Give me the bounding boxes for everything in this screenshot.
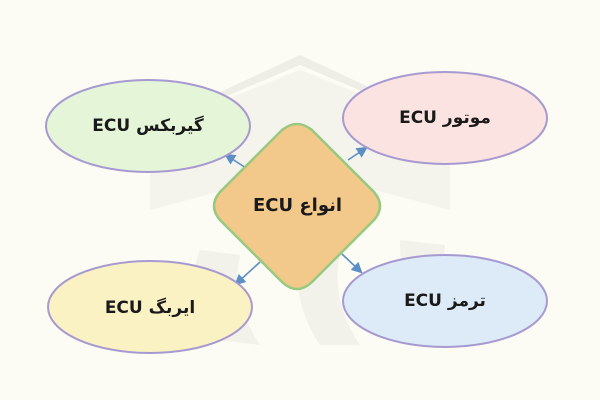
node-engine-shape [342, 71, 548, 165]
center-label: انواع ECU [252, 194, 343, 216]
node-airbag-shape [47, 260, 253, 354]
center-diamond-shape [212, 122, 382, 291]
node-gearbox-shape [45, 79, 251, 173]
node-airbag-label: ECU ایربگ [104, 298, 196, 318]
connector-gearbox [224, 153, 247, 169]
connector-engine [347, 146, 368, 161]
connectors [224, 146, 368, 286]
connector-brake [341, 253, 363, 274]
connector-airbag [234, 261, 261, 286]
node-gearbox-label: ECU گیربکس [92, 116, 204, 136]
node-engine-label: ECU موتور [399, 108, 491, 128]
node-brake-label: ECU ترمز [404, 291, 486, 311]
node-brake-shape [342, 254, 548, 348]
